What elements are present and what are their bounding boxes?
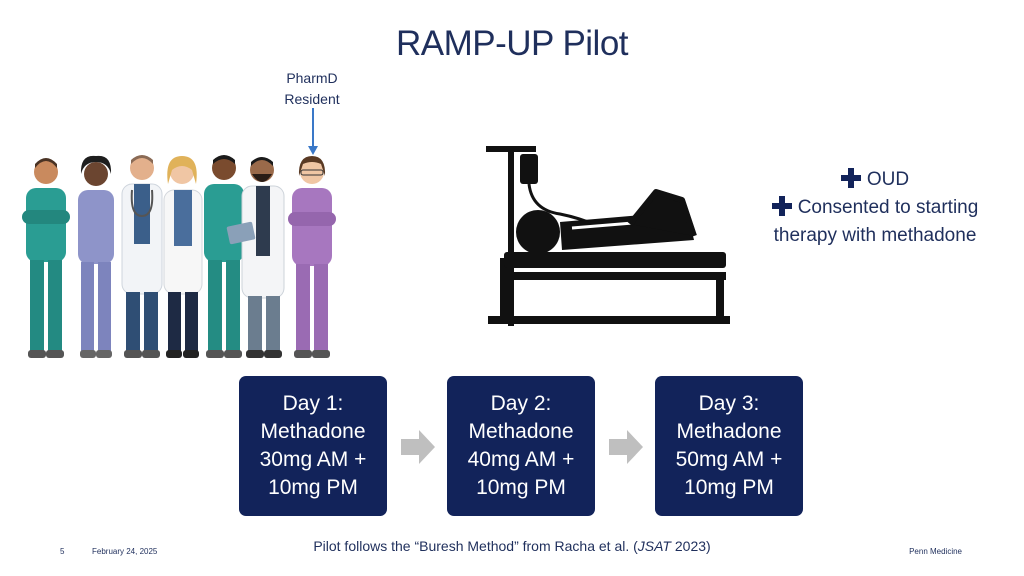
team-member-3-icon bbox=[121, 155, 163, 358]
step-day-label: Day 1: bbox=[282, 392, 344, 415]
criteria-text-oud: OUD bbox=[866, 169, 910, 190]
page-number: 5 bbox=[60, 547, 65, 556]
criteria-text-therapy: therapy with methadone bbox=[773, 225, 977, 246]
team-member-1-icon bbox=[22, 158, 70, 358]
inclusion-criteria: OUD Consented to starting therapy with m… bbox=[742, 166, 1008, 250]
chevron-right-icon bbox=[609, 430, 643, 464]
team-member-2-icon bbox=[78, 155, 114, 358]
step-drug: Methadone bbox=[260, 420, 366, 443]
slide-title: RAMP-UP Pilot bbox=[395, 24, 629, 63]
step-day-label: Day 3: bbox=[698, 392, 760, 415]
plus-icon bbox=[840, 168, 861, 188]
team-member-6-icon bbox=[226, 157, 285, 358]
pharmd-label-line1: PharmD bbox=[286, 70, 338, 86]
brand-footer: Penn Medicine bbox=[909, 547, 962, 556]
pharmd-resident-label: PharmD Resident bbox=[276, 68, 348, 110]
team-member-7-icon bbox=[288, 156, 336, 358]
plus-icon bbox=[771, 196, 792, 216]
step-am-dose: 50mg AM + bbox=[675, 448, 783, 471]
step-pm-dose: 10mg PM bbox=[268, 476, 358, 499]
step-pm-dose: 10mg PM bbox=[684, 476, 774, 499]
criteria-item-oud: OUD bbox=[742, 166, 1008, 194]
citation-suffix: 2023) bbox=[670, 538, 711, 554]
step-am-dose: 40mg AM + bbox=[467, 448, 575, 471]
step-pm-dose: 10mg PM bbox=[476, 476, 566, 499]
pharmd-label-line2: Resident bbox=[284, 91, 340, 107]
team-member-5-icon bbox=[204, 155, 244, 358]
slide-date: February 24, 2025 bbox=[92, 547, 158, 556]
step-drug: Methadone bbox=[676, 420, 782, 443]
medical-team-illustration bbox=[22, 155, 336, 358]
down-arrow-icon bbox=[308, 108, 318, 155]
team-member-4-icon bbox=[163, 156, 203, 358]
step-day-1: Day 1: Methadone 30mg AM + 10mg PM bbox=[239, 376, 387, 516]
step-am-dose: 30mg AM + bbox=[259, 448, 367, 471]
citation-prefix: Pilot follows the “Buresh Method” from R… bbox=[313, 538, 638, 554]
criteria-item-consent: Consented to starting bbox=[742, 194, 1008, 222]
dosing-steps: Day 1: Methadone 30mg AM + 10mg PM Day 2… bbox=[0, 376, 1024, 516]
hospital-bed-patient-icon bbox=[486, 146, 730, 326]
criteria-item-therapy: therapy with methadone bbox=[742, 222, 1008, 250]
citation-journal: JSAT bbox=[637, 538, 671, 554]
criteria-text-consent: Consented to starting bbox=[797, 197, 979, 218]
chevron-right-icon bbox=[401, 430, 435, 464]
step-day-label: Day 2: bbox=[490, 392, 552, 415]
citation-note: Pilot follows the “Buresh Method” from R… bbox=[0, 538, 1024, 554]
step-day-3: Day 3: Methadone 50mg AM + 10mg PM bbox=[655, 376, 803, 516]
step-drug: Methadone bbox=[468, 420, 574, 443]
step-day-2: Day 2: Methadone 40mg AM + 10mg PM bbox=[447, 376, 595, 516]
